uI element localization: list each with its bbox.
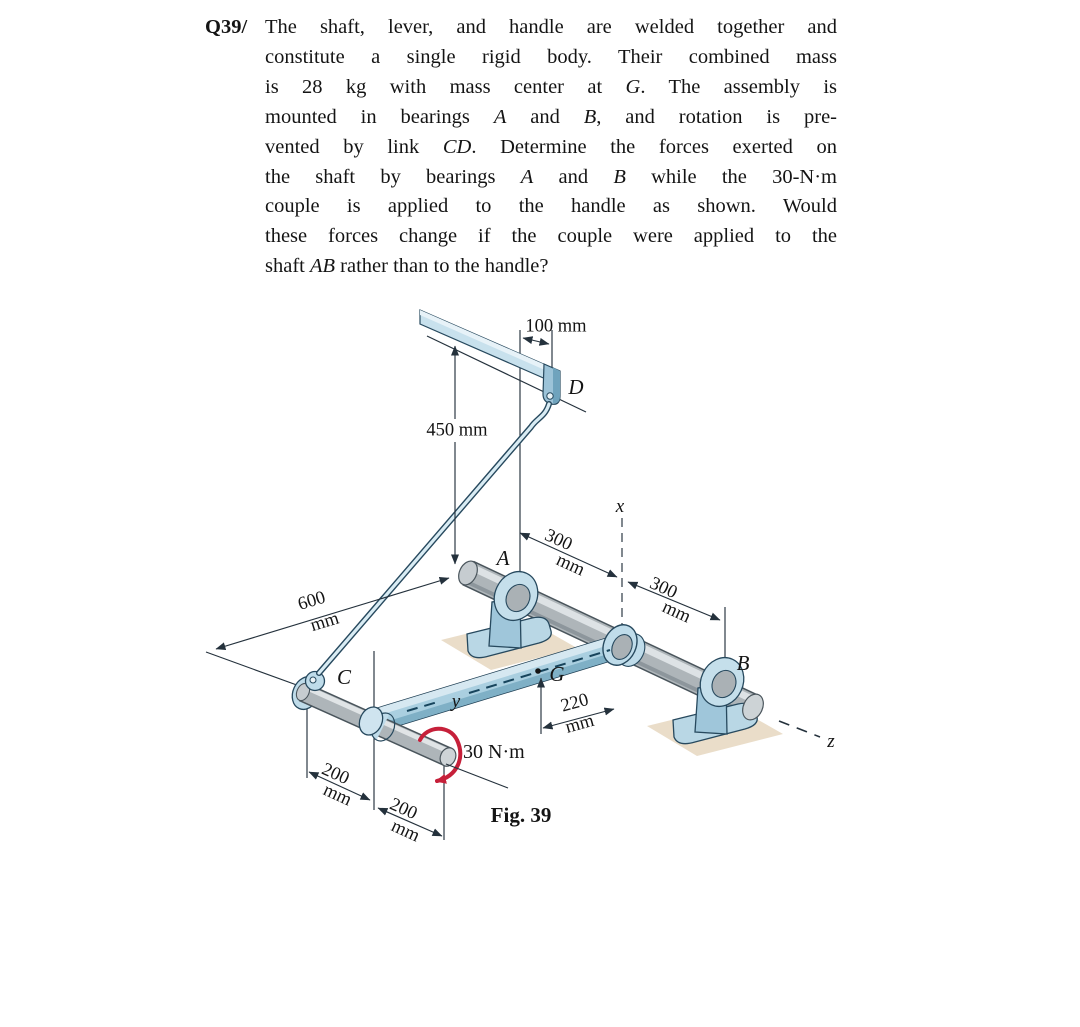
dim-label-300a-value: 300 (542, 525, 576, 555)
point-label-g: G (549, 662, 564, 686)
problem-text-line: these forces change if the couple were a… (265, 225, 837, 248)
lever-bottom-edge (372, 650, 623, 733)
handle-collar-left-ring (358, 706, 384, 736)
g-mass-center-dot (535, 668, 541, 674)
problem-text-line: couple is applied to the handle as shown… (265, 195, 837, 218)
dim-line-300mm-right (627, 581, 721, 621)
axis-label-x: x (615, 496, 625, 517)
handle-right-end-cap (439, 747, 457, 767)
problem-text-line: The shaft, lever, and handle are welded … (265, 16, 837, 38)
shaft-collar-bore (611, 634, 633, 660)
dim-line-100mm (522, 336, 550, 346)
figure-caption: Fig. 39 (491, 803, 552, 827)
support-bracket-d (419, 309, 561, 405)
bearing-a (466, 571, 552, 659)
dim-450-text-backing (412, 419, 501, 442)
extension-line-from-C (205, 651, 306, 689)
front-lines (406, 649, 821, 789)
dim-label-600-value: 600 (296, 588, 328, 615)
problem-statement: Q39/ The shaft, lever, and handle are we… (205, 13, 837, 282)
dim-label-200b-unit: mm (388, 816, 423, 846)
bracket-top-face (420, 310, 548, 371)
dim-line-600mm (215, 576, 450, 651)
bearing-bore (505, 583, 531, 613)
shaft-collar (602, 624, 646, 667)
dim-label-300b-value: 300 (647, 573, 681, 603)
point-label-b: B (737, 651, 750, 675)
c-eye-hole (309, 676, 317, 684)
problem-text-line: shaft AB rather than to the handle? (265, 255, 549, 278)
dim-label-300b-unit: mm (659, 597, 694, 627)
point-label-d: D (567, 375, 583, 399)
link-cd (316, 401, 552, 676)
problem-number: Q39/ (205, 16, 248, 38)
point-label-c: C (337, 665, 352, 689)
problem-lines: The shaft, lever, and handle are welded … (265, 13, 837, 282)
link-cd-tube (317, 402, 551, 675)
problem-text-line: vented by link CD. Determine the forces … (265, 135, 837, 158)
clevis-pin (546, 392, 554, 400)
problem-text-line: mounted in bearings A and B, and rotatio… (265, 105, 837, 128)
dim-line-220mm (542, 707, 615, 730)
dim-line-200mm-left (308, 771, 371, 801)
moment-couple-arrow (418, 726, 463, 784)
handle-collar (358, 706, 396, 742)
problem-text-line: the shaft by bearings A and B while the … (265, 165, 837, 188)
problem-text-line: is 28 kg with mass center at G. The asse… (265, 75, 838, 98)
dim-label-450mm: 450 mm (426, 420, 488, 440)
shaft-left-end-cap (458, 560, 478, 586)
y-axis-dashed-left (406, 700, 442, 712)
shaft-right-end-cap (742, 693, 764, 721)
dim-label-200a-unit: mm (320, 780, 355, 810)
lever-top-face (368, 635, 619, 718)
handle-axis-leader (445, 763, 509, 789)
problem-text-line: constitute a single rigid body. Their co… (265, 45, 837, 68)
z-axis-dashed-line (778, 720, 821, 738)
dim-label-300a-unit: mm (553, 550, 588, 580)
dim-line-300mm-left (519, 532, 618, 578)
clevis-d-side-face (553, 368, 560, 404)
axis-label-z: z (826, 731, 835, 752)
dimension-lines (215, 336, 721, 837)
axis-label-y: y (450, 691, 461, 712)
moment-label: 30 N·m (463, 741, 525, 763)
point-label-a: A (495, 546, 510, 570)
c-eye-fitting (304, 670, 326, 692)
dim-label-100mm: 100 mm (525, 316, 587, 336)
dim-line-200mm-right (377, 807, 443, 837)
